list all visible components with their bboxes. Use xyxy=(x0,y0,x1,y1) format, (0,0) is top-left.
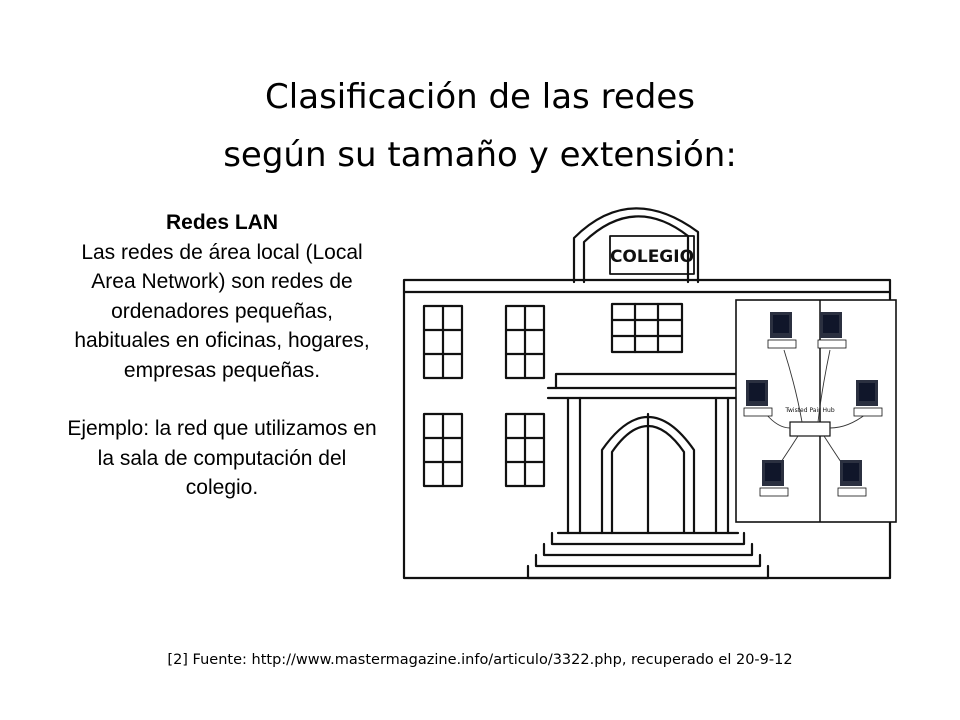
center-window xyxy=(610,302,684,354)
paragraph-spacer xyxy=(62,385,382,414)
slide-title: Clasificación de las redes según su tama… xyxy=(0,68,960,184)
left-windows xyxy=(422,304,546,488)
lan-heading: Redes LAN xyxy=(165,211,279,234)
building-dome xyxy=(572,207,700,284)
computer-icon xyxy=(759,460,789,497)
building-sign-text: COLEGIO xyxy=(610,247,694,267)
title-line-1: Clasificación de las redes xyxy=(265,77,695,117)
computer-icon xyxy=(817,312,847,349)
lan-text-box: Redes LAN Las redes de área local (Local… xyxy=(62,208,382,503)
computer-icon xyxy=(837,460,867,497)
hub-label: Twisted Pair Hub xyxy=(784,407,835,414)
entrance-steps xyxy=(526,531,770,580)
computer-icon xyxy=(853,380,883,417)
sign-board xyxy=(609,235,695,275)
portico-roof xyxy=(554,372,740,390)
lan-description: Las redes de área local (Local Area Netw… xyxy=(74,240,370,382)
lan-example: Ejemplo: la red que utilizamos en la sal… xyxy=(67,417,377,499)
source-citation: [2] Fuente: http://www.mastermagazine.in… xyxy=(167,652,793,668)
network-inset: Twisted Pair Hub xyxy=(735,299,897,523)
school-network-illustration: COLEGIO Twisted Pair Hub xyxy=(402,207,897,580)
hub-device xyxy=(789,421,831,437)
computer-icon xyxy=(743,380,773,417)
computer-icon xyxy=(767,312,797,349)
title-line-2: según su tamaño y extensión: xyxy=(223,135,737,175)
